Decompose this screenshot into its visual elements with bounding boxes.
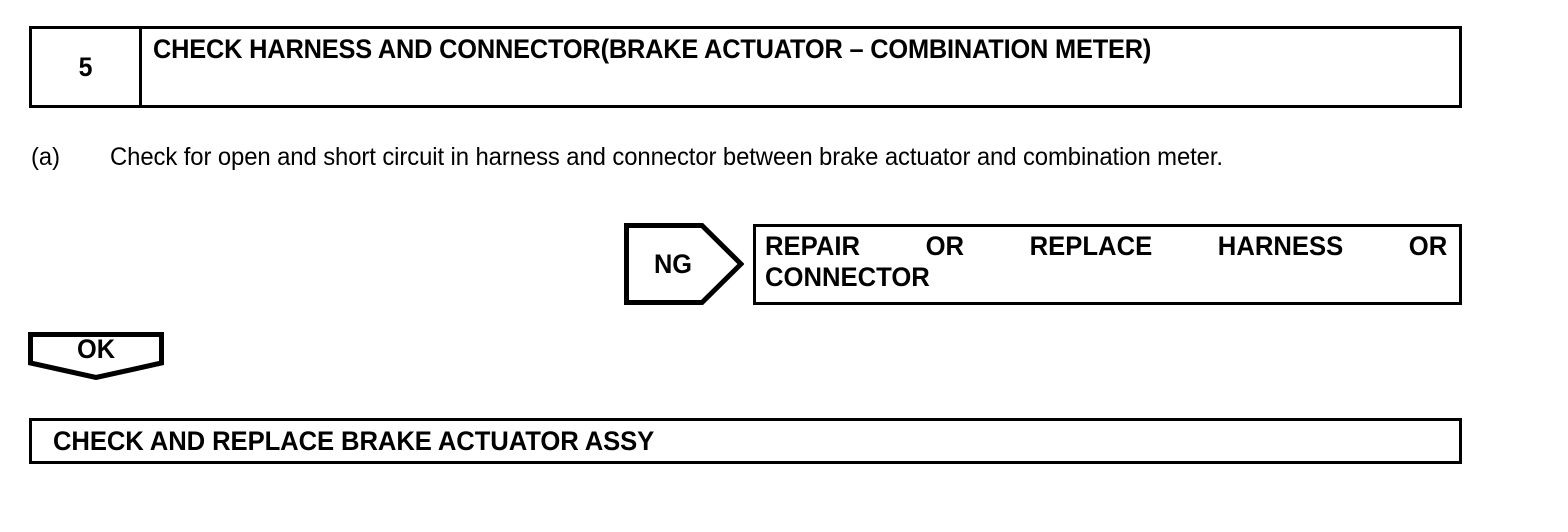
ng-result-arrow: NG [624,223,744,305]
ng-action-box: REPAIR OR REPLACE HARNESS OR CONNECTOR [753,224,1462,305]
ng-action-line-2: CONNECTOR [765,262,930,292]
ng-action-line-1: REPAIR OR REPLACE HARNESS OR [765,231,1448,261]
final-action-box: CHECK AND REPLACE BRAKE ACTUATOR ASSY [29,418,1462,464]
step-number-cell: 5 [32,29,142,105]
ok-result-arrow: OK [28,332,164,380]
procedure-item: (a) Check for open and short circuit in … [31,139,1471,175]
ng-label: NG [653,248,693,279]
step-header-box: 5 CHECK HARNESS AND CONNECTOR(BRAKE ACTU… [29,26,1462,108]
step-number: 5 [78,51,93,82]
step-title-cell: CHECK HARNESS AND CONNECTOR(BRAKE ACTUAT… [142,29,1459,105]
ok-label: OK [76,333,116,364]
final-action-text: CHECK AND REPLACE BRAKE ACTUATOR ASSY [53,426,655,456]
procedure-marker: (a) [31,143,61,171]
ng-arrow-shape [624,223,744,305]
ng-action-text: REPAIR OR REPLACE HARNESS OR CONNECTOR [765,231,1447,293]
step-title: CHECK HARNESS AND CONNECTOR(BRAKE ACTUAT… [153,34,1152,64]
ok-arrow-shape [28,332,164,380]
procedure-text: Check for open and short circuit in harn… [110,143,1223,171]
